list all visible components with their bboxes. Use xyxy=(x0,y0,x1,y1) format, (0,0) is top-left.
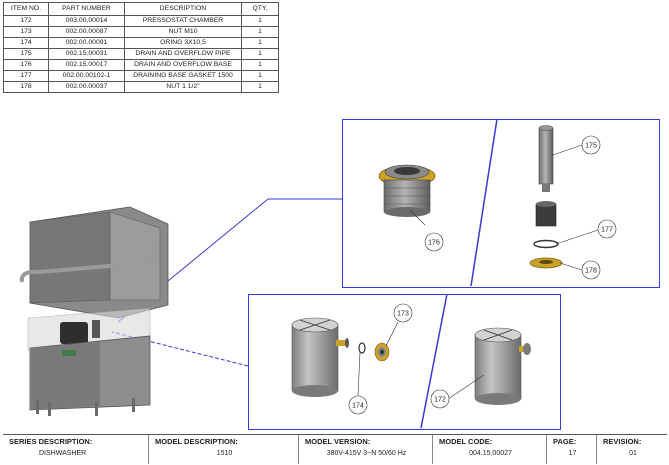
leader-lines xyxy=(357,144,599,400)
callout-173: 173 xyxy=(393,303,413,323)
revision-cell: REVISION: 01 xyxy=(597,435,667,464)
detail-box-top xyxy=(342,119,660,288)
parts-table-header: ITEM NO. PART NUMBER DESCRIPTION QTY. xyxy=(3,2,279,16)
svg-text:172: 172 xyxy=(434,397,446,404)
revision-label: REVISION: xyxy=(603,437,642,446)
qty-cell: 1 xyxy=(241,59,279,71)
drain-overflow-pipe-part xyxy=(535,125,557,227)
callout-175: 175 xyxy=(581,135,601,155)
series-description-label: SERIES DESCRIPTION: xyxy=(9,437,93,446)
svg-text:177: 177 xyxy=(601,227,613,234)
model-description-cell: MODEL DESCRIPTION: 1510 xyxy=(149,435,299,464)
pressostat-chamber-exploded xyxy=(291,317,349,397)
model-code-label: MODEL CODE: xyxy=(439,437,493,446)
table-row: 173 002.00.00087 NUT M10 1 xyxy=(3,26,279,38)
detail-box-bottom xyxy=(248,294,561,430)
parts-table: ITEM NO. PART NUMBER DESCRIPTION QTY. 17… xyxy=(3,2,279,93)
detail-divider-bottom xyxy=(420,293,448,429)
callout-178: 178 xyxy=(581,260,601,280)
svg-text:176: 176 xyxy=(428,240,440,247)
series-description-cell: SERIES DESCRIPTION: DISHWASHER xyxy=(3,435,149,464)
pressostat-chamber-assembled xyxy=(474,327,531,405)
callout-177: 177 xyxy=(597,219,617,239)
model-version-cell: MODEL VERSION: 380V-415V 3~N 50/60 Hz xyxy=(299,435,433,464)
svg-text:178: 178 xyxy=(585,268,597,275)
svg-text:174: 174 xyxy=(352,403,364,410)
model-version-label: MODEL VERSION: xyxy=(305,437,371,446)
svg-text:175: 175 xyxy=(585,143,597,150)
gasket-ring-part xyxy=(533,239,559,249)
model-description-label: MODEL DESCRIPTION: xyxy=(155,437,238,446)
model-code-cell: MODEL CODE: 004.15.00027 xyxy=(433,435,547,464)
detail-divider-top xyxy=(470,118,498,287)
brass-nut-part xyxy=(529,257,563,269)
dishwasher-illustration xyxy=(19,206,169,416)
part-number-cell: 002.00.00037 xyxy=(48,81,125,93)
title-block: SERIES DESCRIPTION: DISHWASHER MODEL DES… xyxy=(3,434,667,464)
drain-overflow-base-part xyxy=(378,164,436,217)
series-description-value: DISHWASHER xyxy=(39,450,87,457)
model-description-value: 1510 xyxy=(216,450,233,457)
callout-176: 176 xyxy=(424,232,444,252)
model-version-value: 380V-415V 3~N 50/60 Hz xyxy=(326,450,407,457)
nut-m10-part xyxy=(374,342,390,362)
callout-174: 174 xyxy=(348,395,368,415)
item-no-cell: 178 xyxy=(3,81,49,93)
page-label: PAGE: xyxy=(553,437,577,446)
table-row: 175 002.15.00031 DRAIN AND OVERFLOW PIPE… xyxy=(3,48,279,60)
table-row: 176 002.15.00017 DRAIN AND OVERFLOW BASE… xyxy=(3,59,279,71)
oring-part xyxy=(358,342,366,354)
qty-cell: 1 xyxy=(241,81,279,93)
callout-172: 172 xyxy=(430,389,450,409)
revision-value: 01 xyxy=(629,450,637,457)
model-code-value: 004.15.00027 xyxy=(469,450,512,457)
svg-text:173: 173 xyxy=(397,311,409,318)
page-cell: PAGE: 17 xyxy=(547,435,597,464)
table-row: 178 002.00.00037 NUT 1 1/2" 1 xyxy=(3,81,279,93)
page-value: 17 xyxy=(568,450,577,457)
